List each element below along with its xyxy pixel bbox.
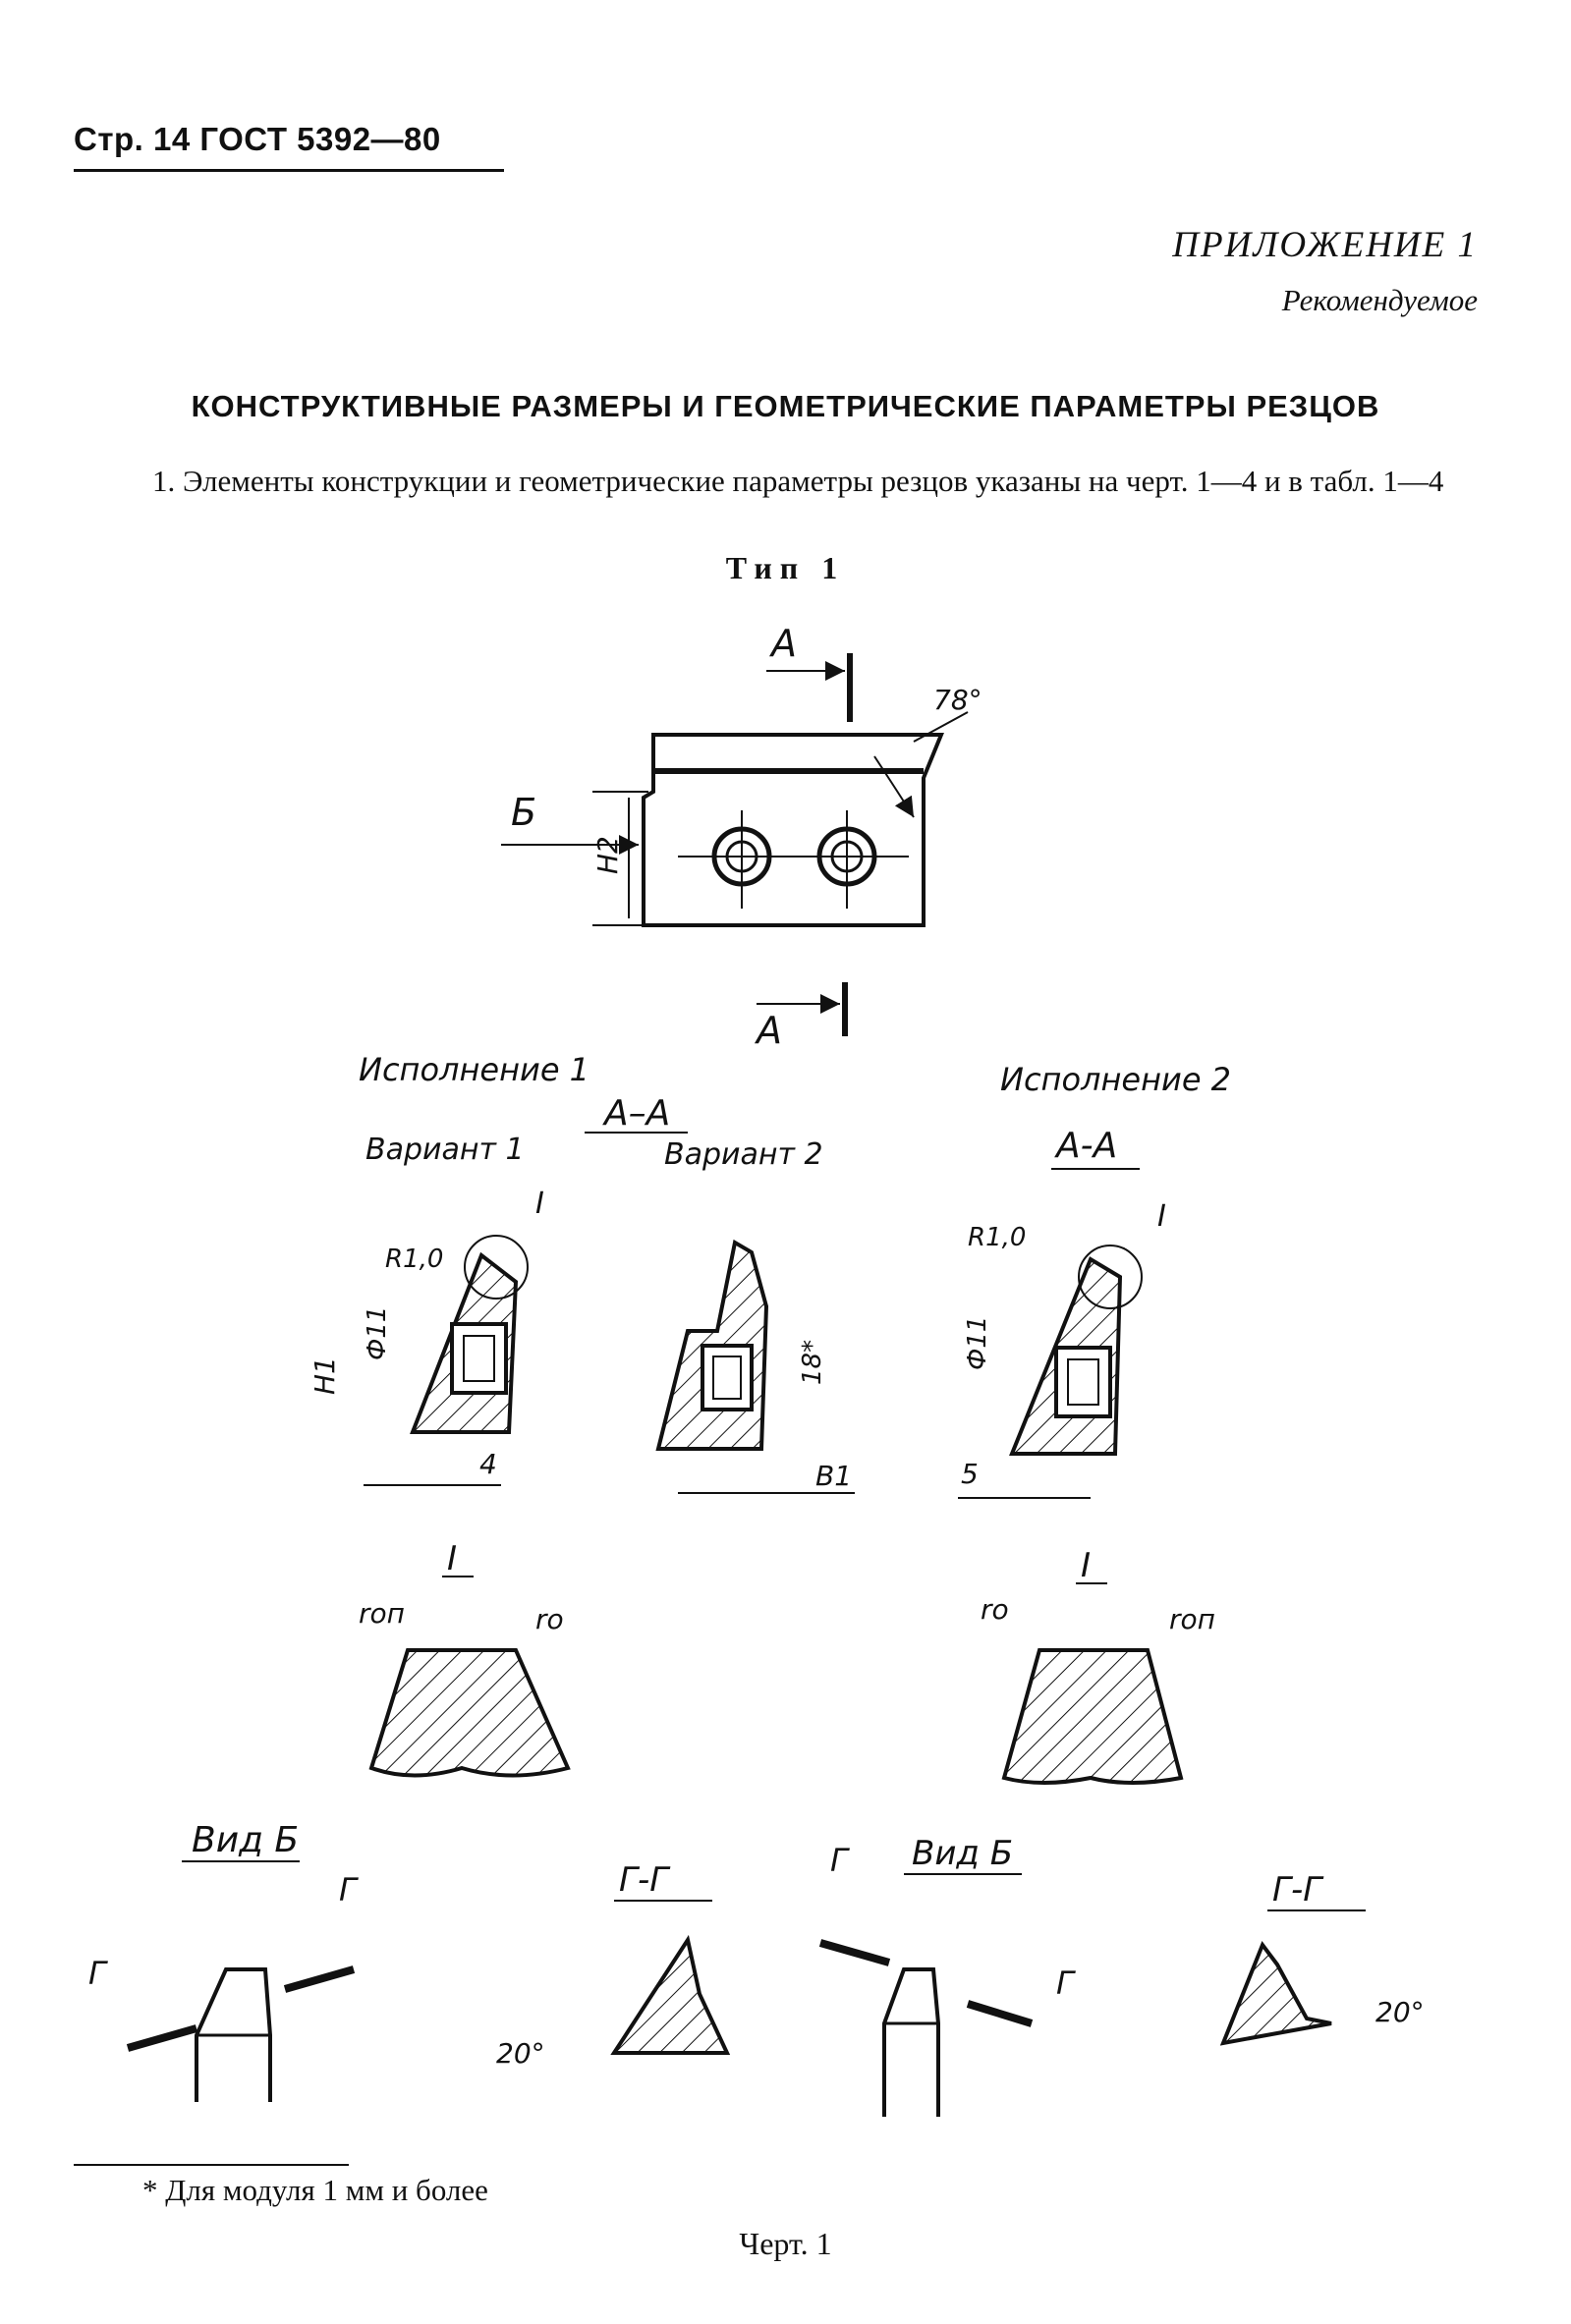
- label-section-gg-left: Г-Г: [619, 1860, 671, 1900]
- detail-i-right: [1001, 1648, 1184, 1785]
- label-g-1: Г: [88, 1955, 108, 1992]
- label-dim-4: 4: [479, 1448, 497, 1480]
- label-g-2: Г: [339, 1871, 359, 1909]
- view-b-right-tool: [818, 1939, 1034, 2117]
- view-b-left-tool: [126, 1965, 356, 2102]
- label-angle-78: 78°: [933, 684, 982, 716]
- label-variant-1: Исполнение 1: [359, 1051, 589, 1088]
- label-angle-20-right: 20°: [1375, 1996, 1425, 2028]
- footnote: * Для модуля 1 мм и более: [142, 2173, 488, 2207]
- label-option-2: Вариант 2: [664, 1137, 823, 1172]
- label-g-4: Г: [1056, 1964, 1076, 2002]
- label-r10-b: R1,0: [968, 1223, 1026, 1252]
- label-variant-2: Исполнение 2: [1000, 1061, 1231, 1098]
- label-phi11: Ф11: [363, 1306, 392, 1360]
- label-h1: H1: [309, 1356, 341, 1395]
- paragraph: 1. Элементы конструкции и геометрические…: [74, 460, 1479, 503]
- label-detail-i: I: [535, 1187, 544, 1221]
- footnote-rule: [74, 2164, 349, 2166]
- label-r-on-left: rоп: [359, 1597, 405, 1630]
- section-option-1: [410, 1235, 529, 1434]
- label-view-b-left: Вид Б: [192, 1820, 299, 1860]
- type-label: Тип 1: [725, 550, 846, 585]
- label-dim-5: 5: [961, 1458, 979, 1490]
- figure-caption: Черт. 1: [739, 2226, 832, 2261]
- label-dim-18: 18*: [798, 1340, 827, 1385]
- page-header: Стр. 14 ГОСТ 5392—80: [74, 121, 441, 157]
- section-gg-left: [610, 1934, 731, 2055]
- label-a-top: А: [768, 622, 797, 665]
- label-r-on-right: rоп: [1169, 1603, 1215, 1635]
- label-section-gg-right: Г-Г: [1272, 1870, 1324, 1909]
- section-title: КОНСТРУКТИВНЫЕ РАЗМЕРЫ И ГЕОМЕТРИЧЕСКИЕ …: [191, 389, 1380, 423]
- appendix-title: ПРИЛОЖЕНИЕ 1: [1172, 225, 1478, 265]
- label-a-bottom: А: [754, 1009, 782, 1052]
- label-b: Б: [511, 791, 536, 834]
- label-detail-i-left: I: [447, 1539, 457, 1578]
- label-option-1: Вариант 1: [365, 1133, 525, 1167]
- top-view: [501, 653, 969, 1036]
- label-g-3: Г: [830, 1842, 850, 1879]
- section-option-2: [655, 1239, 769, 1451]
- label-angle-20-left: 20°: [496, 2037, 545, 2070]
- label-r-o-left: rо: [535, 1603, 564, 1635]
- label-detail-i-right: I: [1081, 1546, 1091, 1585]
- label-detail-i-b: I: [1157, 1199, 1166, 1234]
- label-r-o-right: rо: [981, 1593, 1009, 1626]
- paragraph-text: 1. Элементы конструкции и геометрические…: [152, 464, 1444, 498]
- label-section-aa-2: А-А: [1054, 1126, 1117, 1166]
- appendix-status: Рекомендуемое: [1281, 283, 1478, 317]
- label-r10: R1,0: [385, 1245, 443, 1274]
- header-rule: [74, 169, 504, 172]
- label-h2: H2: [591, 836, 624, 874]
- section-version-2: [1009, 1245, 1143, 1456]
- detail-i-left: [368, 1648, 571, 1778]
- label-phi11-b: Ф11: [963, 1316, 992, 1370]
- label-dim-b1: B1: [815, 1460, 852, 1492]
- label-section-aa: А–А: [602, 1093, 670, 1134]
- section-gg-right: [1219, 1940, 1332, 2046]
- label-view-b-right: Вид Б: [912, 1834, 1013, 1873]
